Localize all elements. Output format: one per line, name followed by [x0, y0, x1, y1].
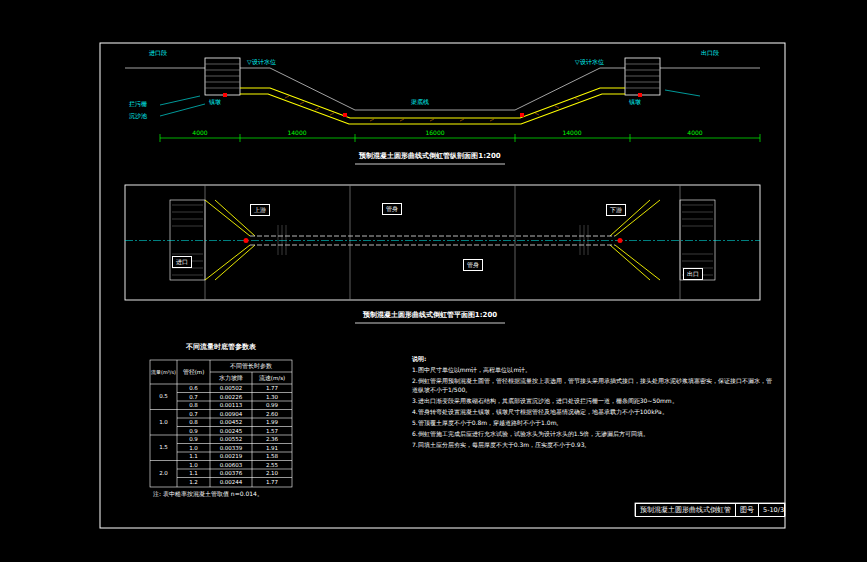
callout-text: 出口段	[700, 49, 720, 57]
table-cell: 2.55	[252, 461, 292, 470]
table-cell: 0.00603	[210, 461, 252, 470]
callout-text: 进口段	[148, 49, 168, 57]
dimension-text: 14000	[561, 129, 582, 137]
table-cell: 0.8	[177, 418, 210, 427]
table-cell: 0.00339	[210, 444, 252, 453]
table-cell: 2.36	[252, 435, 292, 444]
table-header: 水力坡降	[210, 372, 252, 384]
table-header: 流量(m³/s)	[150, 360, 177, 384]
title-block-cell: 预制混凝土圆形曲线式倒虹管	[636, 504, 735, 516]
table-cell: 1.30	[252, 393, 292, 402]
plan-label-box: 出口	[683, 268, 703, 280]
table-cell: 0.00502	[210, 384, 252, 393]
note-item: 6.倒虹管施工完成后应进行充水试验，试验水头为设计水头的1.5倍，无渗漏后方可回…	[412, 429, 774, 438]
table-note: 注: 表中糙率按混凝土管取值 n=0.014。	[152, 490, 264, 498]
callout-text: 沉沙池	[128, 112, 148, 120]
view-title: 预制混凝土圆形曲线式倒虹管纵剖面图1:200	[358, 152, 501, 160]
table-cell: 0.00244	[210, 478, 252, 487]
table-cell: 0.7	[177, 410, 210, 419]
table-cell: 0.8	[177, 401, 210, 410]
plan-label-box: 进口	[172, 256, 192, 268]
note-item: 4.管身转弯处设置混凝土镇墩，镇墩尺寸根据管径及地基情况确定，地基承载力不小于1…	[412, 407, 774, 416]
box-label: 管身	[467, 261, 479, 268]
table-cell: 0.00376	[210, 469, 252, 478]
table-cell: 1.91	[252, 444, 292, 453]
table-cell: 1.2	[177, 478, 210, 487]
table-cell: 1.77	[252, 478, 292, 487]
table-cell: 0.00452	[210, 418, 252, 427]
callout-text: 渠底线	[410, 98, 430, 106]
dimension-text: 4000	[191, 129, 208, 137]
table-cell: 2.60	[252, 410, 292, 419]
callout-text: ▽设计水位	[574, 58, 605, 66]
dimension-text: 14000	[286, 129, 307, 137]
table-cell: 0.00113	[210, 401, 252, 410]
plan-label-box: 管身	[463, 259, 483, 271]
table-cell: 0.00226	[210, 393, 252, 402]
box-label: 管身	[386, 205, 398, 212]
note-item: 7.回填土应分层夯实，每层厚度不大于0.3m，压实度不小于0.93。	[412, 440, 774, 449]
table-cell: 0.9	[177, 435, 210, 444]
note-item: 2.倒虹管采用预制混凝土圆管，管径根据流量按上表选用，管节接头采用承插式接口，接…	[412, 376, 774, 394]
table-cell: 0.00904	[210, 410, 252, 419]
table-cell: 1.0	[177, 444, 210, 453]
table-header: 流速(m/s)	[252, 372, 292, 384]
box-label: 进口	[176, 258, 188, 265]
table-cell: 1.0	[177, 461, 210, 470]
plan-label-box: 上游	[250, 204, 270, 216]
table-cell: 1.0	[150, 410, 177, 436]
box-label: 出口	[687, 270, 699, 277]
box-label: 上游	[254, 206, 266, 213]
table-cell: 1.99	[252, 418, 292, 427]
view-title: 预制混凝土圆形曲线式倒虹管平面图1:200	[362, 311, 498, 319]
table-cell: 0.00245	[210, 427, 252, 436]
dimension-text: 4000	[686, 129, 703, 137]
table-cell: 0.00219	[210, 452, 252, 461]
table-header: 管径(m)	[177, 360, 210, 384]
callout-text: 镇墩	[208, 98, 222, 106]
table-cell: 2.10	[252, 469, 292, 478]
dimension-text: 16000	[424, 129, 445, 137]
table-header: 不同管长时参数	[210, 360, 292, 372]
table-cell: 1.5	[150, 435, 177, 461]
table-cell: 0.99	[252, 401, 292, 410]
callout-text: 镇墩	[628, 98, 642, 106]
table-cell: 1.1	[177, 469, 210, 478]
table-cell: 0.6	[177, 384, 210, 393]
callout-text: ▽设计水位	[246, 58, 277, 66]
table-cell: 0.9	[177, 427, 210, 436]
note-item: 1.图中尺寸单位以mm计，高程单位以m计。	[412, 365, 774, 374]
note-item: 3.进出口渐变段采用浆砌石结构，其底部设置沉沙池，进口处设拦污栅一道，栅条间距3…	[412, 396, 774, 405]
notes-heading: 说明:	[412, 354, 774, 363]
table-cell: 2.0	[150, 461, 177, 487]
table-cell: 1.58	[252, 452, 292, 461]
table-cell: 0.5	[150, 384, 177, 410]
plan-label-box: 管身	[382, 203, 402, 215]
view-title: 不同流量时底管参数表	[185, 343, 257, 351]
plan-label-box: 下游	[606, 204, 626, 216]
note-item: 5.管顶覆土厚度不小于0.8m，穿越道路时不小于1.0m。	[412, 418, 774, 427]
table-cell: 1.57	[252, 427, 292, 436]
table-cell: 1.1	[177, 452, 210, 461]
table-cell: 0.7	[177, 393, 210, 402]
title-block-cell: 5-10/3	[758, 504, 788, 516]
table-cell: 0.00552	[210, 435, 252, 444]
table-cell: 1.77	[252, 384, 292, 393]
box-label: 下游	[610, 206, 622, 213]
title-block-cell: 图号	[735, 504, 758, 516]
notes-column: 说明: 1.图中尺寸单位以mm计，高程单位以m计。 2.倒虹管采用预制混凝土圆管，管…	[412, 354, 774, 449]
title-block: 预制混凝土圆形曲线式倒虹管图号5-10/3	[635, 503, 785, 517]
callout-text: 拦污栅	[128, 100, 148, 108]
